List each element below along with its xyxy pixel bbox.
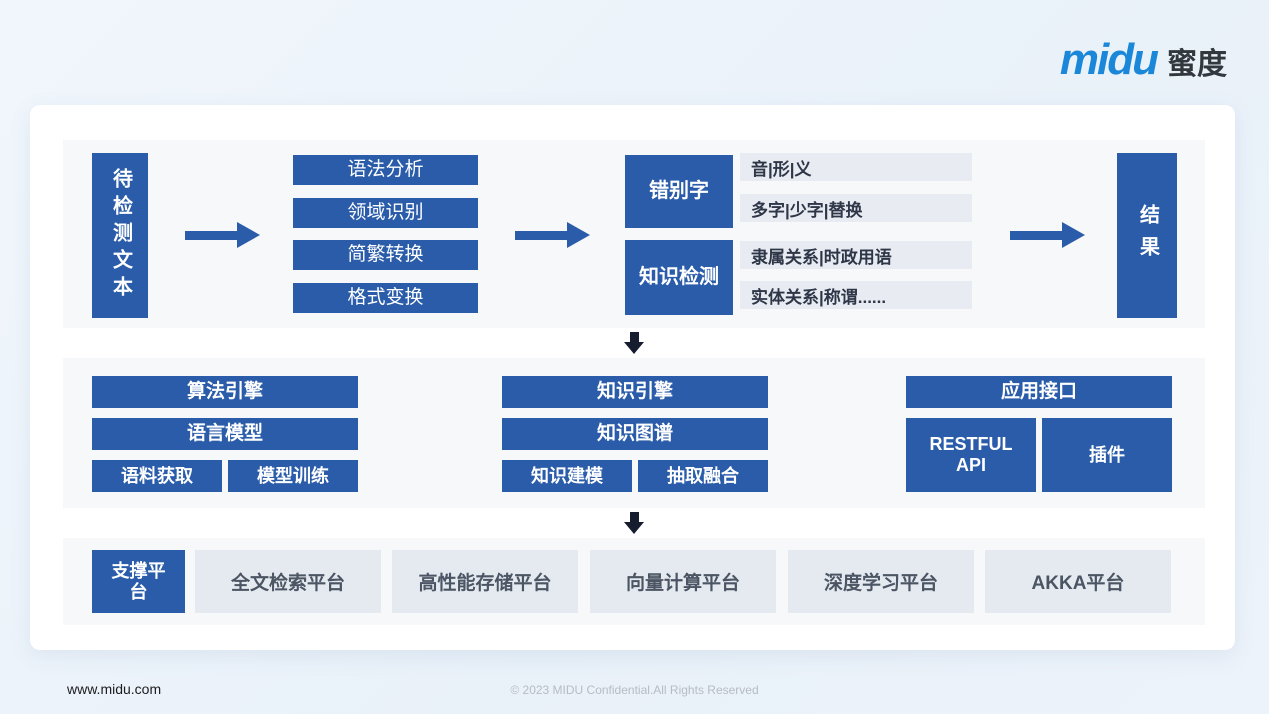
arrow-shaft	[185, 230, 237, 240]
website-url: www.midu.com	[67, 681, 162, 697]
engines-panel: 算法引擎 语言模型 语料获取 模型训练 知识引擎 知识图谱 知识建模 抽取融合 …	[63, 358, 1205, 508]
application-interface-header: 应用接口	[906, 376, 1172, 408]
preprocess-box-syntax: 语法分析	[293, 155, 478, 185]
platforms-panel: 支撑平台 全文检索平台 高性能存储平台 向量计算平台 深度学习平台 AKKA平台	[63, 538, 1205, 625]
arrow-right-icon	[1010, 222, 1085, 248]
knowledge-item-entity: 实体关系|称谓......	[740, 281, 972, 309]
plugin-box: 插件	[1042, 418, 1172, 492]
architecture-card: 待检测文本 语法分析 领域识别 简繁转换 格式变换 错别字 知识检测 音|形|义…	[30, 105, 1235, 650]
flow-panel: 待检测文本 语法分析 领域识别 简繁转换 格式变换 错别字 知识检测 音|形|义…	[63, 140, 1205, 328]
platform-vector-computing: 向量计算平台	[590, 550, 776, 613]
logo-cjk-name: 蜜度	[1167, 48, 1227, 81]
preprocess-box-format: 格式变换	[293, 283, 478, 313]
copyright-text: © 2023 MIDU Confidential.All Rights Rese…	[510, 683, 759, 697]
platform-high-performance-storage: 高性能存储平台	[392, 550, 578, 613]
arrow-head	[624, 342, 644, 354]
knowledge-engine-header: 知识引擎	[502, 376, 768, 408]
arrow-head	[624, 522, 644, 534]
typo-item-extra-missing: 多字|少字|替换	[740, 194, 972, 222]
arrow-down-icon	[624, 512, 644, 534]
arrow-head	[237, 222, 260, 248]
restful-api-box: RESTFUL API	[906, 418, 1036, 492]
typo-detect-box: 错别字	[625, 155, 733, 228]
midu-logo: midu 蜜度	[1060, 38, 1227, 82]
model-training-box: 模型训练	[228, 460, 358, 492]
language-model-box: 语言模型	[92, 418, 358, 450]
arrow-shaft	[629, 512, 639, 522]
arrow-shaft	[629, 332, 639, 342]
knowledge-detect-box: 知识检测	[625, 240, 733, 315]
knowledge-graph-box: 知识图谱	[502, 418, 768, 450]
platform-akka: AKKA平台	[985, 550, 1171, 613]
knowledge-modeling-box: 知识建模	[502, 460, 632, 492]
knowledge-item-affiliation: 隶属关系|时政用语	[740, 241, 972, 269]
preprocess-box-domain: 领域识别	[293, 198, 478, 228]
logo-wordmark: midu	[1059, 35, 1159, 84]
input-text-box: 待检测文本	[92, 153, 148, 318]
arrow-right-icon	[185, 222, 260, 248]
arrow-down-icon	[624, 332, 644, 354]
platform-fulltext-search: 全文检索平台	[195, 550, 381, 613]
arrow-head	[567, 222, 590, 248]
result-box: 结果	[1117, 153, 1177, 318]
corpus-acquisition-box: 语料获取	[92, 460, 222, 492]
preprocess-box-simplified: 简繁转换	[293, 240, 478, 270]
extraction-fusion-box: 抽取融合	[638, 460, 768, 492]
arrow-shaft	[515, 230, 567, 240]
arrow-head	[1062, 222, 1085, 248]
algorithm-engine-header: 算法引擎	[92, 376, 358, 408]
supporting-platform-label: 支撑平台	[92, 550, 185, 613]
arrow-right-icon	[515, 222, 590, 248]
typo-item-sound-shape: 音|形|义	[740, 153, 972, 181]
platform-deep-learning: 深度学习平台	[788, 550, 974, 613]
arrow-shaft	[1010, 230, 1062, 240]
